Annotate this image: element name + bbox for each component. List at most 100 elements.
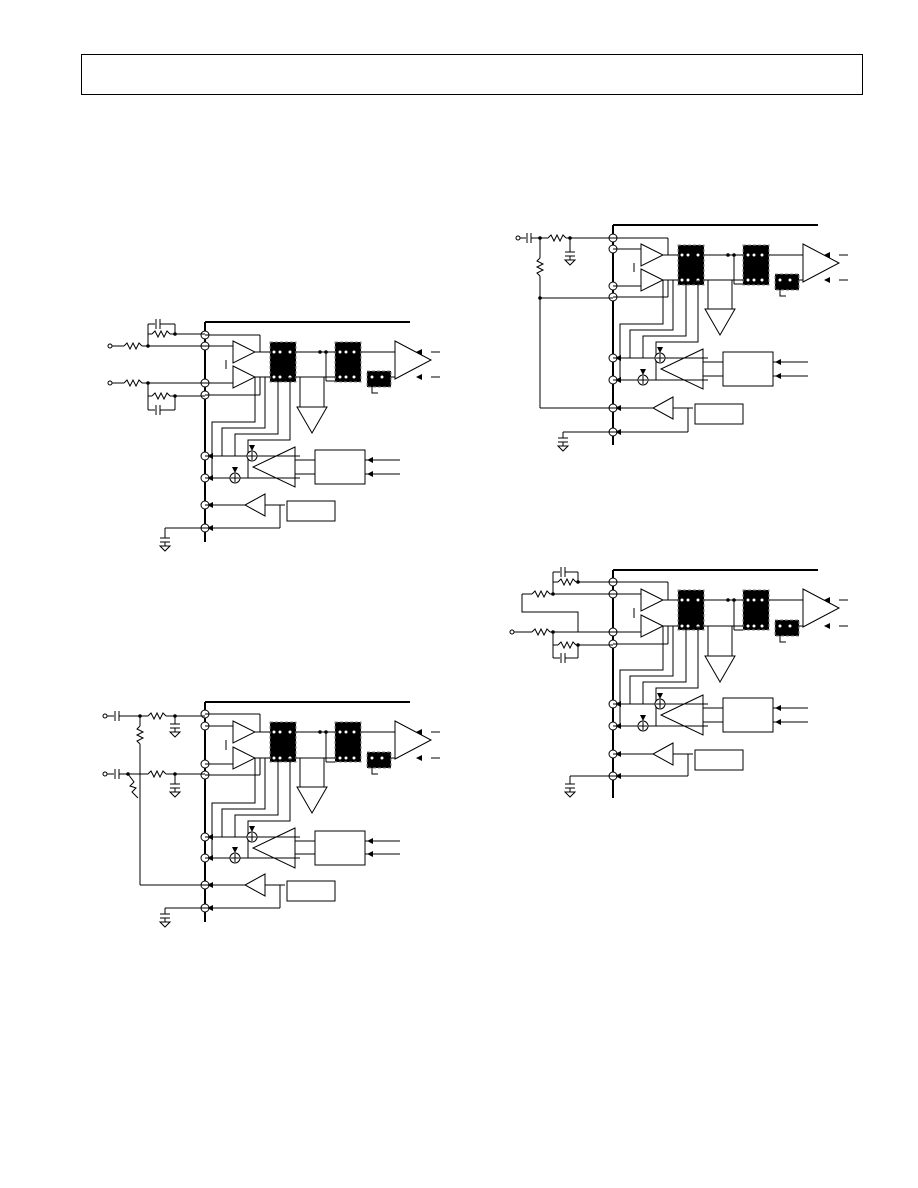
- switch-contact: [751, 597, 757, 603]
- reference-block: [286, 500, 336, 522]
- arrow-head: [775, 373, 781, 379]
- switch-contact: [515, 235, 521, 241]
- reference-block: [286, 880, 336, 902]
- wire: [234, 377, 279, 456]
- junction-dot: [318, 730, 322, 734]
- amplifier-symbol: [232, 746, 257, 770]
- arrow-head: [416, 755, 422, 761]
- switch-contact: [745, 277, 751, 283]
- switch-contact: [351, 729, 357, 735]
- wire: [371, 764, 378, 775]
- wire: [371, 383, 378, 394]
- resistor-symbol: [547, 233, 567, 243]
- amplifier-symbol: [296, 406, 328, 435]
- switch-contact: [685, 597, 691, 603]
- arrow-head: [615, 355, 621, 361]
- switch-contact: [277, 729, 283, 735]
- page-header-box: [81, 54, 863, 95]
- reference-block: [694, 749, 744, 771]
- switch-contact: [277, 349, 283, 355]
- arrow-head: [207, 905, 213, 911]
- arrow-head: [775, 719, 781, 725]
- switch-contact: [287, 729, 293, 735]
- arrow-head: [824, 623, 830, 629]
- amplifier-symbol: [243, 873, 266, 897]
- arrow-head: [249, 826, 255, 832]
- arrow-head: [615, 405, 621, 411]
- switch-contact: [369, 755, 375, 761]
- arrow-head: [367, 851, 373, 857]
- resistor-symbol: [557, 640, 577, 650]
- switch-contact: [351, 374, 357, 380]
- arrow-head: [207, 453, 213, 459]
- arrow-head: [615, 377, 621, 383]
- switch-contact: [271, 729, 277, 735]
- arrow-head: [416, 374, 422, 380]
- switch-contact: [679, 623, 685, 629]
- ground-symbol: [168, 731, 182, 738]
- arrow-head: [657, 347, 663, 353]
- switch-contact: [343, 729, 349, 735]
- junction-dot: [726, 598, 730, 602]
- arrow-head: [775, 359, 781, 365]
- switch-contact: [277, 755, 283, 761]
- amplifier-symbol: [394, 720, 433, 760]
- ground-symbol: [158, 921, 172, 928]
- switch-contact: [685, 623, 691, 629]
- amplifier-symbol: [232, 720, 257, 744]
- arrow-head: [615, 751, 621, 757]
- switch-contact: [102, 713, 108, 719]
- junction-dot: [726, 253, 730, 257]
- switch-contact: [343, 374, 349, 380]
- ground-symbol: [563, 259, 577, 266]
- wire: [234, 758, 279, 837]
- arrow-head: [367, 471, 373, 477]
- amplifier-symbol: [243, 493, 266, 517]
- switch-contact: [679, 277, 685, 283]
- switch-contact: [745, 623, 751, 629]
- junction-dot: [576, 580, 580, 584]
- resistor-symbol: [151, 391, 171, 401]
- wire: [779, 632, 786, 643]
- junction-dot: [576, 643, 580, 647]
- switch-contact: [759, 623, 765, 629]
- wire: [221, 758, 266, 837]
- switch-contact: [271, 349, 277, 355]
- control-logic-block: [722, 351, 774, 387]
- arrow-head: [207, 834, 213, 840]
- switch-group-outline: [334, 721, 362, 763]
- arrow-head: [615, 701, 621, 707]
- wire: [211, 758, 256, 858]
- arrow-head: [416, 349, 422, 355]
- amplifier-symbol: [640, 243, 665, 267]
- switch-contact: [759, 597, 765, 603]
- switch-contact: [277, 374, 283, 380]
- circuit-diagram-top-left: [107, 319, 440, 552]
- resistor-symbol: [147, 711, 167, 721]
- amplifier-symbol: [232, 365, 257, 389]
- resistor-symbol: [123, 378, 143, 388]
- switch-contact: [759, 252, 765, 258]
- wire: [629, 626, 674, 704]
- arrow-head: [232, 847, 238, 853]
- arrow-head: [367, 838, 373, 844]
- wire: [221, 377, 266, 456]
- junction-dot: [318, 350, 322, 354]
- amplifier-symbol: [251, 446, 296, 488]
- amplifier-symbol: [640, 588, 665, 612]
- amplifier-symbol: [704, 308, 736, 337]
- arrow-head: [207, 882, 213, 888]
- arrow-head: [775, 705, 781, 711]
- arrow-head: [657, 693, 663, 699]
- amplifier-symbol: [651, 396, 674, 420]
- arrow-head: [640, 715, 646, 721]
- switch-contact: [337, 374, 343, 380]
- switch-group-outline: [269, 721, 297, 763]
- wire: [642, 626, 687, 704]
- switch-contact: [695, 252, 701, 258]
- ground-symbol: [563, 791, 577, 798]
- wire: [211, 377, 256, 478]
- circuit-diagram-bottom-left: [102, 701, 440, 928]
- resistor-symbol: [123, 341, 143, 351]
- arrow-head: [615, 429, 621, 435]
